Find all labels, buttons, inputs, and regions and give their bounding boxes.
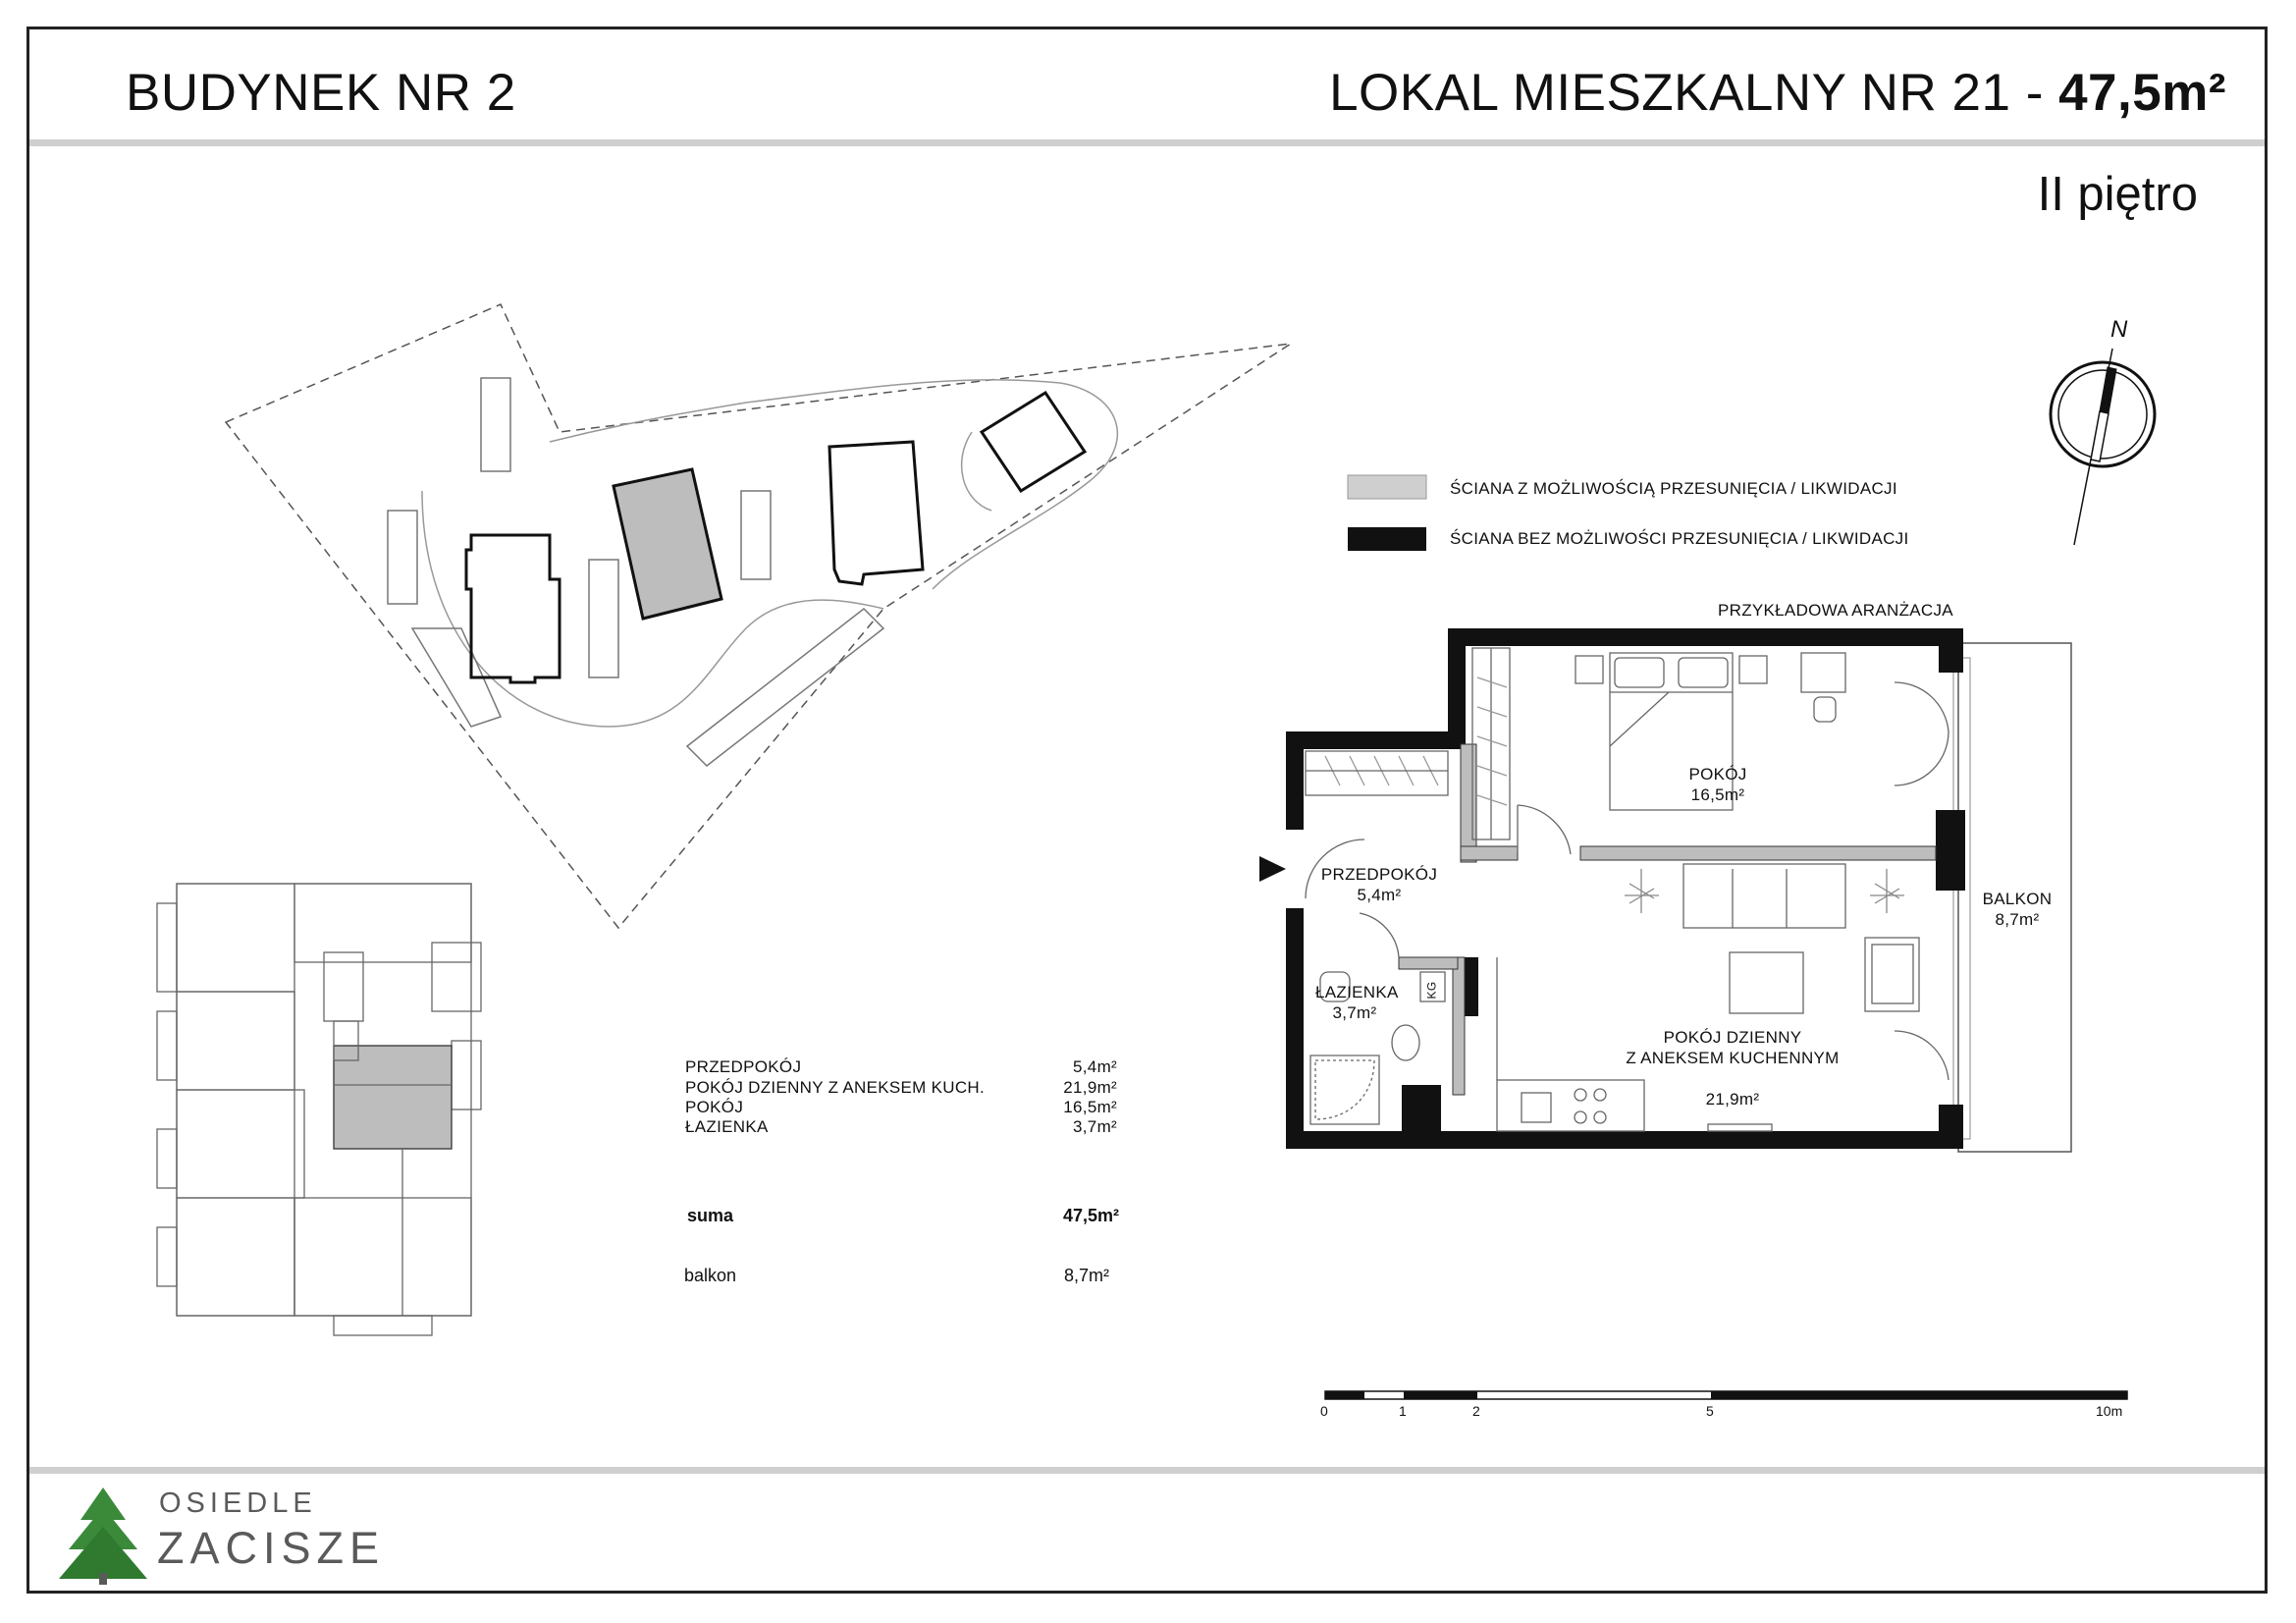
compass-north-label: N — [2110, 316, 2128, 343]
header-divider — [29, 139, 2265, 146]
scale-bar — [1324, 1390, 2128, 1400]
unit-title: LOKAL MIESZKALNY NR 21 - 47,5m² — [1329, 63, 2226, 123]
area-row: PRZEDPOKÓJ 5,4m² — [685, 1056, 1117, 1077]
legend-label-movable: ŚCIANA Z MOŻLIWOŚCIĄ PRZESUNIĘCIA / LIKW… — [1450, 479, 1897, 498]
room-area: 16,5m² — [1690, 785, 1745, 804]
room-label-pokoj-dzienny: POKÓJ DZIENNY Z ANEKSEM KUCHENNYM 21,9m² — [1600, 1006, 1865, 1130]
logo-tree-icon — [59, 1488, 147, 1585]
balcony-value: 8,7m² — [1063, 1266, 1109, 1285]
sum-label: suma — [687, 1206, 734, 1225]
area-row-name: ŁAZIENKA — [685, 1117, 769, 1136]
area-row-value: 3,7m² — [1073, 1117, 1117, 1136]
area-row-name: PRZEDPOKÓJ — [685, 1057, 802, 1076]
room-name: PRZEDPOKÓJ — [1320, 865, 1438, 884]
area-sum: suma 47,5m² — [687, 1206, 1119, 1226]
site-plan — [224, 303, 1292, 930]
floor-label: II piętro — [2037, 168, 2198, 221]
room-label-balkon: BALKON 8,7m² — [1968, 889, 2066, 930]
legend-swatch-movable — [1347, 474, 1427, 500]
scale-tick: 10m — [2096, 1403, 2123, 1419]
key-floorplan — [156, 883, 482, 1336]
balcony-area: balkon 8,7m² — [684, 1266, 1109, 1286]
room-name: BALKON — [1982, 890, 2053, 908]
legend-label-fixed: ŚCIANA BEZ MOŻLIWOŚCI PRZESUNIĘCIA / LIK… — [1450, 529, 1909, 548]
room-name: POKÓJ — [1688, 765, 1747, 784]
room-name: ŁAZIENKA — [1315, 983, 1399, 1001]
area-row-name: POKÓJ — [685, 1098, 744, 1116]
room-area: 5,4m² — [1357, 886, 1402, 904]
compass-icon — [2049, 348, 2157, 546]
area-row-value: 5,4m² — [1073, 1057, 1117, 1076]
unit-title-area: 47,5m² — [2058, 64, 2226, 122]
area-row: POKÓJ DZIENNY Z ANEKSEM KUCH. 21,9m² — [685, 1077, 1117, 1098]
footer-divider — [29, 1467, 2265, 1474]
apartment-plan — [1259, 628, 2072, 1153]
area-table: PRZEDPOKÓJ 5,4m² POKÓJ DZIENNY Z ANEKSEM … — [685, 1056, 1117, 1137]
logo-line1: OSIEDLE — [159, 1488, 317, 1519]
room-area: 21,9m² — [1705, 1090, 1760, 1109]
building-title: BUDYNEK NR 2 — [126, 64, 516, 122]
scale-tick: 2 — [1472, 1403, 1480, 1419]
logo-line2: ZACISZE — [157, 1523, 386, 1573]
room-label-lazienka: ŁAZIENKA 3,7m² — [1315, 982, 1399, 1023]
balcony-label: balkon — [684, 1266, 737, 1285]
area-row: POKÓJ 16,5m² — [685, 1098, 1117, 1117]
scale-tick: 1 — [1399, 1403, 1407, 1419]
sum-value: 47,5m² — [1062, 1206, 1119, 1225]
entrance-arrow-icon — [1259, 856, 1286, 882]
area-row-name: POKÓJ DZIENNY Z ANEKSEM KUCH. — [685, 1078, 985, 1097]
legend-swatch-fixed — [1348, 527, 1426, 551]
room-label-przedpokoj: PRZEDPOKÓJ 5,4m² — [1315, 864, 1443, 905]
area-row-value: 21,9m² — [1063, 1078, 1117, 1097]
kg-label: KG — [1424, 981, 1439, 1000]
unit-title-prefix: LOKAL MIESZKALNY NR 21 - — [1329, 64, 2059, 122]
room-area: 3,7m² — [1332, 1003, 1377, 1022]
room-area: 8,7m² — [1995, 910, 2040, 929]
room-label-pokoj: POKÓJ 16,5m² — [1669, 764, 1767, 805]
room-name: POKÓJ DZIENNY Z ANEKSEM KUCHENNYM — [1626, 1028, 1840, 1067]
area-row: ŁAZIENKA 3,7m² — [685, 1117, 1117, 1137]
area-row-value: 16,5m² — [1063, 1098, 1117, 1116]
scale-tick: 5 — [1706, 1403, 1714, 1419]
page-frame — [27, 27, 2268, 1594]
plan-caption: PRZYKŁADOWA ARANŻACJA — [1718, 601, 1953, 620]
scale-tick: 0 — [1320, 1403, 1328, 1419]
